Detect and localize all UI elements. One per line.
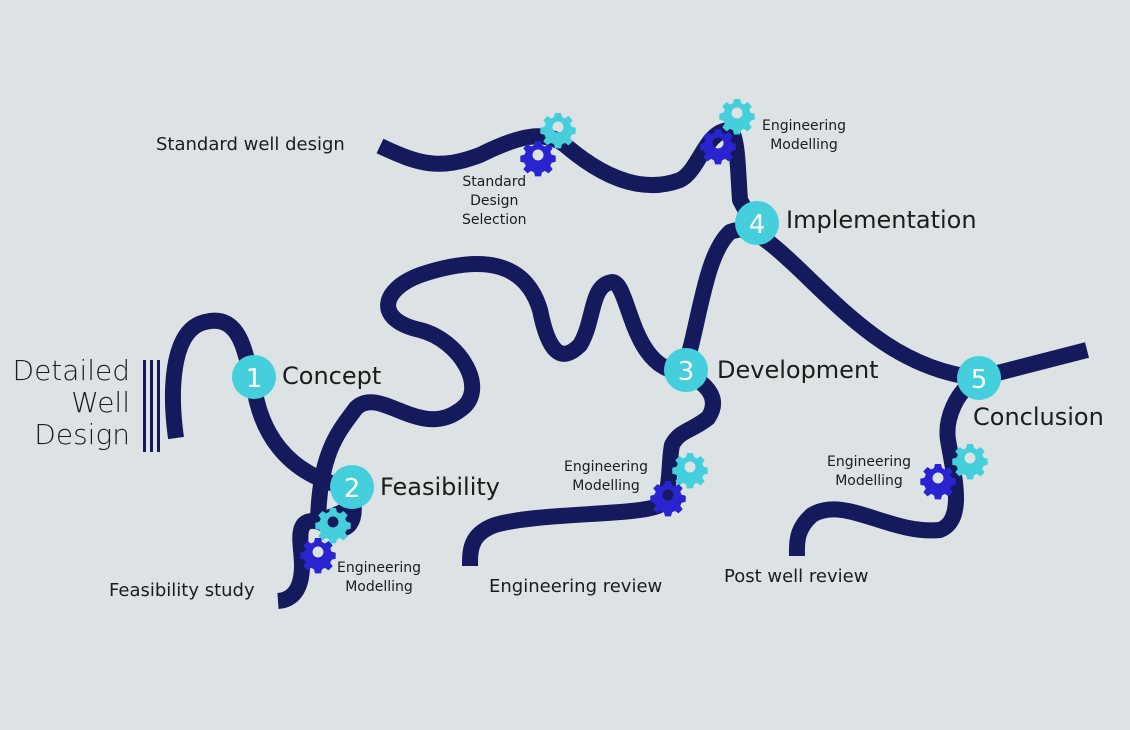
- title-line: Detailed: [12, 354, 130, 387]
- sublabel-engineering-modelling: Engineering Modelling: [827, 453, 911, 491]
- sublabel-line: Modelling: [572, 478, 640, 494]
- stage-node-5: [957, 356, 1001, 400]
- gear-icon: [952, 444, 988, 480]
- title-bar: [150, 360, 153, 452]
- post-well-branch-path: [788, 371, 983, 557]
- stage-label-concept: Concept: [282, 362, 382, 390]
- stage-node-4: [735, 201, 779, 245]
- branch-label-post-well-review: Post well review: [724, 566, 869, 587]
- gear-icon: [700, 129, 736, 165]
- sublabel-engineering-modelling: Engineering Modelling: [564, 458, 648, 496]
- stage-node-3: [664, 348, 708, 392]
- stage-node-1: [232, 355, 276, 399]
- stage-number: 4: [749, 210, 766, 240]
- gear-icon: [540, 113, 576, 149]
- sublabel-engineering-modelling: Engineering Modelling: [337, 559, 421, 597]
- sublabel-line: Engineering: [337, 560, 421, 576]
- sublabel-line: Modelling: [345, 579, 413, 595]
- gear-icon: [520, 141, 556, 177]
- stage-label-feasibility: Feasibility: [380, 473, 500, 501]
- stage-number: 3: [678, 357, 695, 387]
- stage-number: 5: [971, 365, 988, 395]
- main-path: [165, 221, 1089, 528]
- sublabel-line: Modelling: [770, 137, 838, 153]
- stage-number: 1: [246, 364, 263, 394]
- sublabel-line: Selection: [462, 212, 527, 228]
- sublabel-engineering-modelling: Engineering Modelling: [762, 117, 846, 155]
- standard-branch-path: [376, 122, 760, 226]
- stage-label-conclusion: Conclusion: [973, 403, 1104, 431]
- title-line: Well: [71, 386, 130, 419]
- stage-number: 2: [344, 474, 361, 504]
- sublabel-standard-design-selection: Standard Design Selection: [462, 173, 527, 230]
- branch-label-feasibility-study: Feasibility study: [109, 580, 255, 601]
- branch-label-standard-well-design: Standard well design: [156, 134, 345, 155]
- diagram-title: Detailed Well Design: [13, 355, 130, 451]
- stage-node-2: [330, 465, 374, 509]
- engineering-review-branch-path: [462, 364, 721, 567]
- gear-icon: [719, 99, 755, 135]
- title-line: Design: [34, 418, 130, 451]
- sublabel-line: Design: [470, 193, 519, 209]
- sublabel-line: Engineering: [827, 454, 911, 470]
- stage-label-development: Development: [717, 356, 879, 384]
- stage-nodes: [232, 201, 1001, 509]
- stage-label-implementation: Implementation: [786, 206, 977, 234]
- sublabel-line: Modelling: [835, 473, 903, 489]
- gear-icon: [920, 464, 956, 500]
- title-bar: [157, 360, 160, 452]
- gear-icon: [300, 538, 336, 574]
- title-bar: [143, 360, 146, 452]
- branch-label-engineering-review: Engineering review: [489, 576, 663, 597]
- feasibility-branch-path: [276, 485, 362, 609]
- sublabel-line: Engineering: [564, 459, 648, 475]
- gear-icon: [672, 453, 708, 489]
- sublabel-line: Engineering: [762, 118, 846, 134]
- sublabel-line: Standard: [462, 174, 527, 190]
